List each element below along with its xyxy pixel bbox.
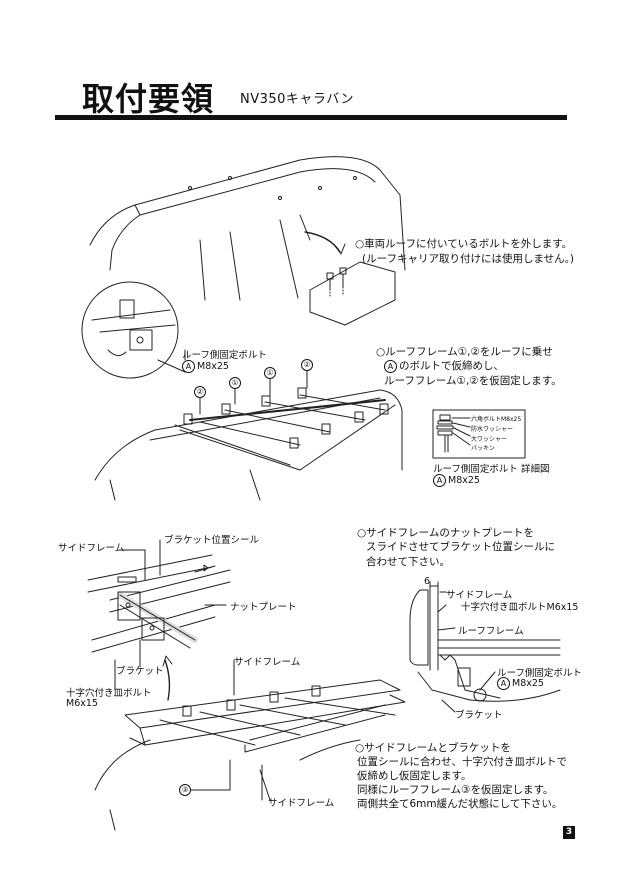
step4-line1: ○サイドフレームとブラケットを bbox=[355, 742, 511, 754]
vehicle-model: NV350キャラバン bbox=[240, 92, 354, 107]
step1-line1: ○車両ルーフに付いているボルトを外します。 bbox=[355, 238, 573, 250]
step4-line2: 位置シールに合わせ、十字穴付き皿ボルトで bbox=[357, 756, 567, 768]
circle-a-marker: A bbox=[433, 474, 446, 487]
frame-marker-2-left: ② bbox=[194, 386, 206, 398]
section-roof-frame-label: ルーフフレーム bbox=[458, 626, 524, 637]
screw-label: 十字穴付き皿ボルト bbox=[66, 688, 152, 699]
detail-part-packing: パッキン bbox=[471, 445, 495, 452]
step3-line3: 合わせて下さい。 bbox=[366, 556, 450, 568]
step1-line2: (ルーフキャリア取り付けには使用しません。) bbox=[362, 253, 574, 265]
frame-marker-1-left: ① bbox=[229, 377, 241, 389]
bracket-label: ブラケット bbox=[116, 666, 164, 677]
leader-lines bbox=[114, 349, 496, 801]
side-frame-label: サイドフレーム bbox=[58, 543, 125, 554]
section-bracket-label: ブラケット bbox=[455, 710, 503, 721]
section-side-frame-label: サイドフレーム bbox=[446, 590, 513, 601]
step2-line3: ルーフフレーム①,②を仮固定します。 bbox=[384, 375, 562, 387]
detail-part-hex-bolt: 六角ボルトM8x25 bbox=[471, 416, 522, 423]
step3-line2: スライドさせてブラケット位置シールに bbox=[366, 541, 555, 553]
side-frame-bracket-illustration bbox=[87, 554, 231, 653]
section-roof-bolt-label: ルーフ側固定ボルト bbox=[497, 668, 582, 679]
detail-part-waterproof-washer: 防水ワッシャー bbox=[471, 426, 514, 433]
nut-plate-label: ナットプレート bbox=[230, 602, 297, 613]
frame-marker-1-right: ① bbox=[264, 367, 276, 379]
page-number: 3 bbox=[563, 826, 575, 839]
circle-a-marker: A bbox=[497, 677, 510, 690]
step2-line1: ○ルーフフレーム①,②をルーフに乗せ bbox=[376, 346, 553, 358]
roof-frames-illustration bbox=[81, 281, 403, 501]
step4-line5: 両側共全て6mm緩んだ状態にして下さい。 bbox=[357, 798, 563, 810]
bracket-seal-label: ブラケット位置シール bbox=[164, 535, 260, 546]
header-rule bbox=[55, 115, 567, 120]
roof-bolt-label: ルーフ側固定ボルト bbox=[182, 350, 267, 361]
bolt-detail-illustration bbox=[432, 409, 526, 459]
frame-marker-3: ③ bbox=[179, 784, 191, 796]
full-assembly-illustration bbox=[94, 655, 406, 831]
side-frame-top-label: サイドフレーム bbox=[234, 657, 301, 668]
frame-marker-2-right: ② bbox=[301, 359, 313, 371]
van-roof-illustration bbox=[89, 156, 406, 326]
circle-a-marker: A bbox=[182, 360, 195, 373]
step4-line4: 同様にルーフフレーム③を仮固定します。 bbox=[357, 784, 554, 796]
section-screw-label: 十字穴付き皿ボルトM6x15 bbox=[461, 602, 579, 613]
gap-dimension: 6 bbox=[424, 576, 431, 587]
screw-size: M6x15 bbox=[66, 698, 98, 709]
detail-part-large-washer: 大ワッシャー bbox=[471, 436, 508, 443]
page-title: 取付要領 bbox=[82, 80, 215, 118]
step3-line1: ○サイドフレームのナットプレートを bbox=[357, 527, 534, 539]
side-frame-bottom-label: サイドフレーム bbox=[268, 798, 335, 809]
step4-line3: 仮締めし仮固定します。 bbox=[357, 770, 472, 782]
step2-line2-text: のボルトで仮締めし、 bbox=[399, 360, 504, 372]
section-roof-bolt-size: M8x25 bbox=[512, 678, 544, 689]
roof-bolt-size: M8x25 bbox=[197, 361, 229, 372]
bolt-detail-size: M8x25 bbox=[448, 475, 480, 486]
circle-a-marker: A bbox=[384, 359, 397, 373]
bolt-detail-caption: ルーフ側固定ボルト 詳細図 bbox=[433, 464, 550, 475]
